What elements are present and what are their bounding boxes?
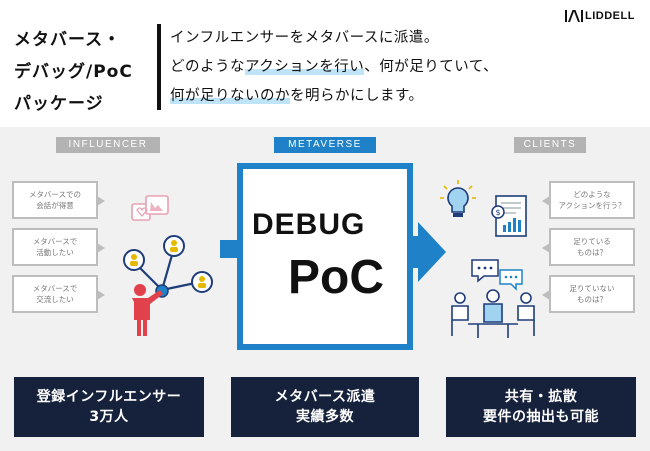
- clients-label: CLIENTS: [514, 137, 586, 153]
- feature-text: 実績多数: [296, 409, 354, 425]
- bubble-text: ものは？: [577, 295, 607, 304]
- svg-text:$: $: [495, 208, 500, 217]
- client-bubble-2: 足りている ものは？: [542, 228, 635, 266]
- title-divider: [157, 24, 161, 110]
- feature-text: 共有・拡散: [504, 389, 578, 405]
- client-bubble-1: どのような アクションを行う？: [542, 181, 635, 219]
- influencer-network-icon: [123, 195, 213, 336]
- bubble-text: 交流したい: [36, 295, 74, 304]
- flow-arrow-left: [220, 240, 240, 258]
- subtitle-line-1: インフルエンサーをメタバースに派遣。: [170, 30, 439, 46]
- report-chart-icon: $: [491, 195, 527, 237]
- poc-label: PoC: [288, 251, 384, 304]
- bubble-text: 会話が得意: [36, 201, 74, 210]
- subtitle-text: どのような: [170, 59, 245, 75]
- bubble-text: 足りていない: [569, 284, 615, 293]
- bubble-text: 活動したい: [36, 248, 74, 257]
- metaverse-label: METAVERSE: [274, 137, 376, 153]
- chat-bubbles-icon: [471, 259, 523, 291]
- subtitle-line-3: 何が足りないのかを明らかにします。: [170, 82, 570, 111]
- influencer-label: INFLUENCER: [56, 137, 160, 153]
- title-line-2: デバッグ/PoC: [14, 62, 133, 82]
- influencer-bubble-1: メタバースでの 会話が得意: [12, 181, 105, 219]
- clients-illustration: $: [440, 180, 535, 338]
- title-line-3: パッケージ: [14, 94, 104, 114]
- subtitle-highlight: アクションを行い: [245, 59, 365, 75]
- feature-box-influencers: 登録インフルエンサー 3万人: [14, 377, 204, 437]
- lightbulb-icon: [440, 180, 476, 217]
- bubble-text: メタバースで: [32, 237, 78, 246]
- flow-arrow-right: [410, 222, 446, 282]
- page-title: メタバース・ デバッグ/PoC パッケージ: [14, 24, 154, 120]
- bubble-text: アクションを行う？: [558, 201, 626, 210]
- client-bubble-3: 足りていない ものは？: [542, 275, 635, 313]
- liddell-logo-icon: [565, 10, 583, 22]
- meeting-icon: [451, 289, 535, 338]
- influencer-bubble-2: メタバースで 活動したい: [12, 228, 105, 266]
- bubble-text: メタバースで: [32, 284, 78, 293]
- feature-box-dispatch: メタバース派遣 実績多数: [231, 377, 419, 437]
- subtitle-line-2: どのようなアクションを行い、何が足りていて、: [170, 53, 570, 82]
- feature-text: 3万人: [89, 409, 129, 425]
- feature-text: メタバース派遣: [274, 389, 376, 405]
- subtitle: インフルエンサーをメタバースに派遣。 どのようなアクションを行い、何が足りていて…: [170, 24, 570, 111]
- brand-name: LIDDELL: [585, 10, 635, 22]
- subtitle-text: 、何が足りていて、: [364, 59, 499, 75]
- influencer-bubble-3: メタバースで 交流したい: [12, 275, 105, 313]
- bubble-text: どのような: [573, 190, 611, 199]
- feature-text: 要件の抽出も可能: [483, 409, 599, 425]
- bubble-text: ものは？: [577, 248, 607, 257]
- subtitle-highlight: 何が足りないのか: [170, 88, 290, 104]
- feature-text: 登録インフルエンサー: [36, 389, 182, 405]
- brand-logo: LIDDELL: [565, 8, 645, 26]
- subtitle-text: を明らかにします。: [290, 88, 424, 104]
- bubble-text: 足りている: [573, 237, 611, 246]
- debug-label: DEBUG: [252, 208, 366, 241]
- bubble-text: メタバースでの: [28, 190, 82, 199]
- feature-box-sharing: 共有・拡散 要件の抽出も可能: [446, 377, 636, 437]
- title-line-1: メタバース・: [14, 30, 122, 50]
